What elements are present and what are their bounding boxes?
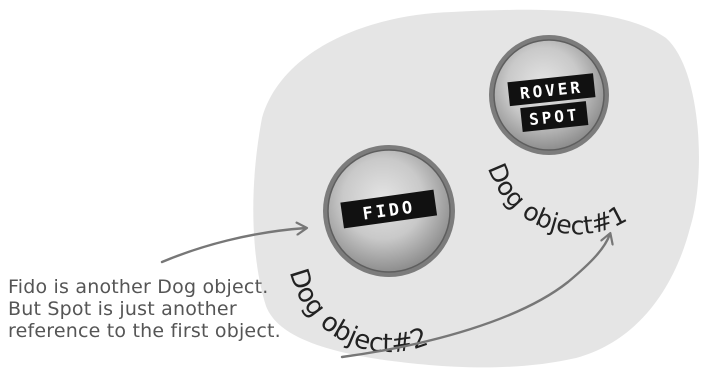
- annotation-note: Fido is another Dog object. But Spot is …: [8, 276, 338, 342]
- annotation-line-1: Fido is another Dog object.: [8, 276, 269, 298]
- arrow-to-object-1: [340, 234, 610, 359]
- arrow-to-object-2: [160, 228, 306, 264]
- annotation-line-2: But Spot is just another: [8, 298, 237, 320]
- annotation-line-3: reference to the first object.: [8, 320, 281, 342]
